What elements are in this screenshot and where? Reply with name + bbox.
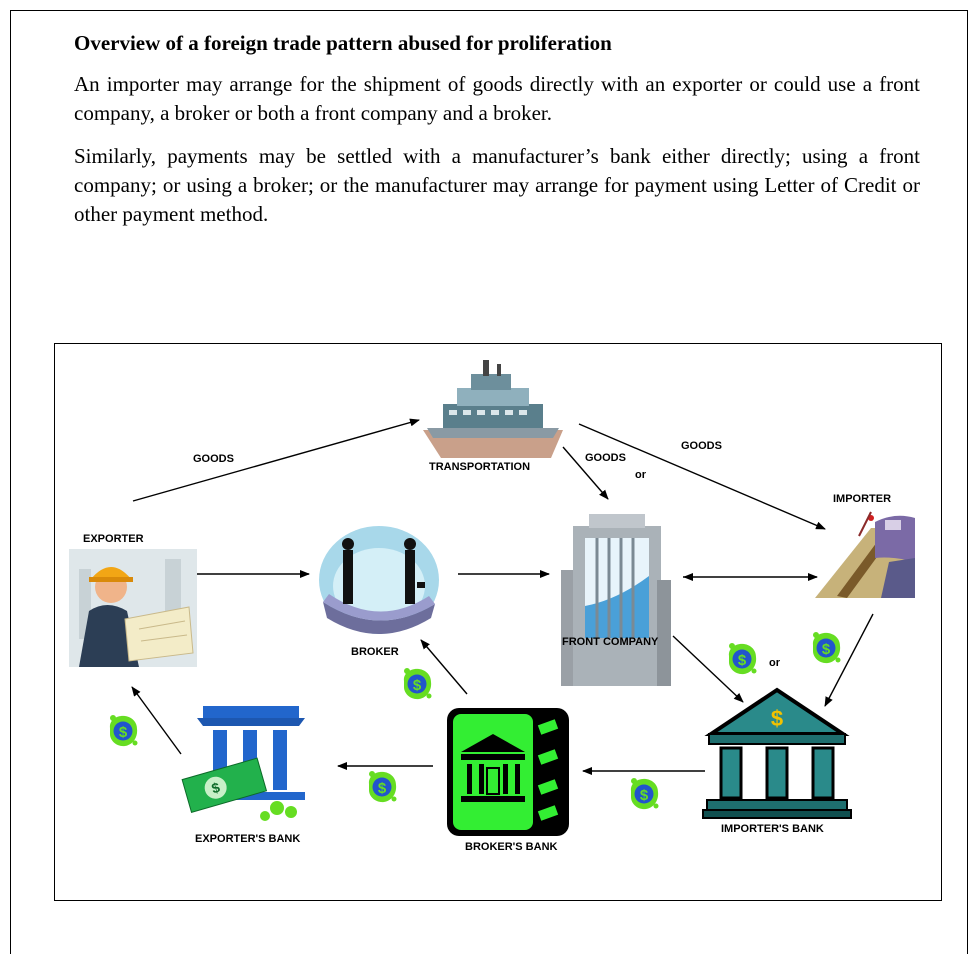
paragraph-2: Similarly, payments may be settled with … — [74, 144, 920, 226]
dock-icon — [815, 511, 915, 598]
exporters-bank-icon: $ — [181, 706, 305, 821]
importers-bank-label: IMPORTER'S BANK — [721, 823, 824, 835]
businessmen-icon — [319, 526, 439, 634]
goods-label-middle: GOODS — [585, 452, 626, 464]
arrow-brokerbank-to-broker — [420, 639, 468, 695]
arrow-transport-to-importer — [578, 423, 826, 530]
goods-label-right: GOODS — [681, 440, 722, 452]
svg-text:$: $ — [771, 706, 783, 731]
exporter-label: EXPORTER — [83, 533, 144, 545]
importer-label: IMPORTER — [833, 493, 892, 505]
brokers-bank-icon — [447, 708, 569, 836]
diagram-canvas: $ — [69, 360, 915, 836]
brokers-bank-label: BROKER'S BANK — [465, 841, 558, 853]
arrow-front-to-bank — [672, 635, 744, 703]
arrow-exporterbank-to-exporter — [131, 686, 182, 755]
dollar-icon — [812, 632, 841, 664]
worker-icon — [69, 549, 197, 667]
importers-bank-icon: $ — [702, 687, 852, 819]
paragraph-1: An importer may arrange for the shipment… — [74, 72, 920, 125]
building-icon — [561, 514, 671, 686]
arrow-importer-to-bank — [824, 613, 874, 707]
section-heading: Overview of a foreign trade pattern abus… — [74, 31, 612, 55]
dollar-icon — [403, 668, 432, 700]
ship-icon — [423, 360, 563, 458]
goods-label-left: GOODS — [193, 453, 234, 465]
or-label-top: or — [635, 469, 646, 481]
transportation-label: TRANSPORTATION — [429, 461, 531, 473]
front-company-label: FRONT COMPANY — [562, 636, 659, 648]
arrow-transport-to-front — [562, 446, 609, 500]
dollar-icon — [368, 771, 397, 803]
dollar-icon — [109, 715, 138, 747]
text-block: Overview of a foreign trade pattern abus… — [74, 30, 920, 243]
exporters-bank-label: EXPORTER'S BANK — [195, 833, 301, 845]
dollar-icon — [630, 778, 659, 810]
page-frame — [10, 10, 968, 954]
arrow-exporter-to-transport — [132, 418, 420, 502]
or-label-bottom: or — [769, 657, 780, 669]
dollar-icon — [728, 643, 757, 675]
trade-diagram: $ — [54, 343, 942, 901]
arrows — [131, 418, 874, 775]
broker-label: BROKER — [351, 646, 399, 658]
